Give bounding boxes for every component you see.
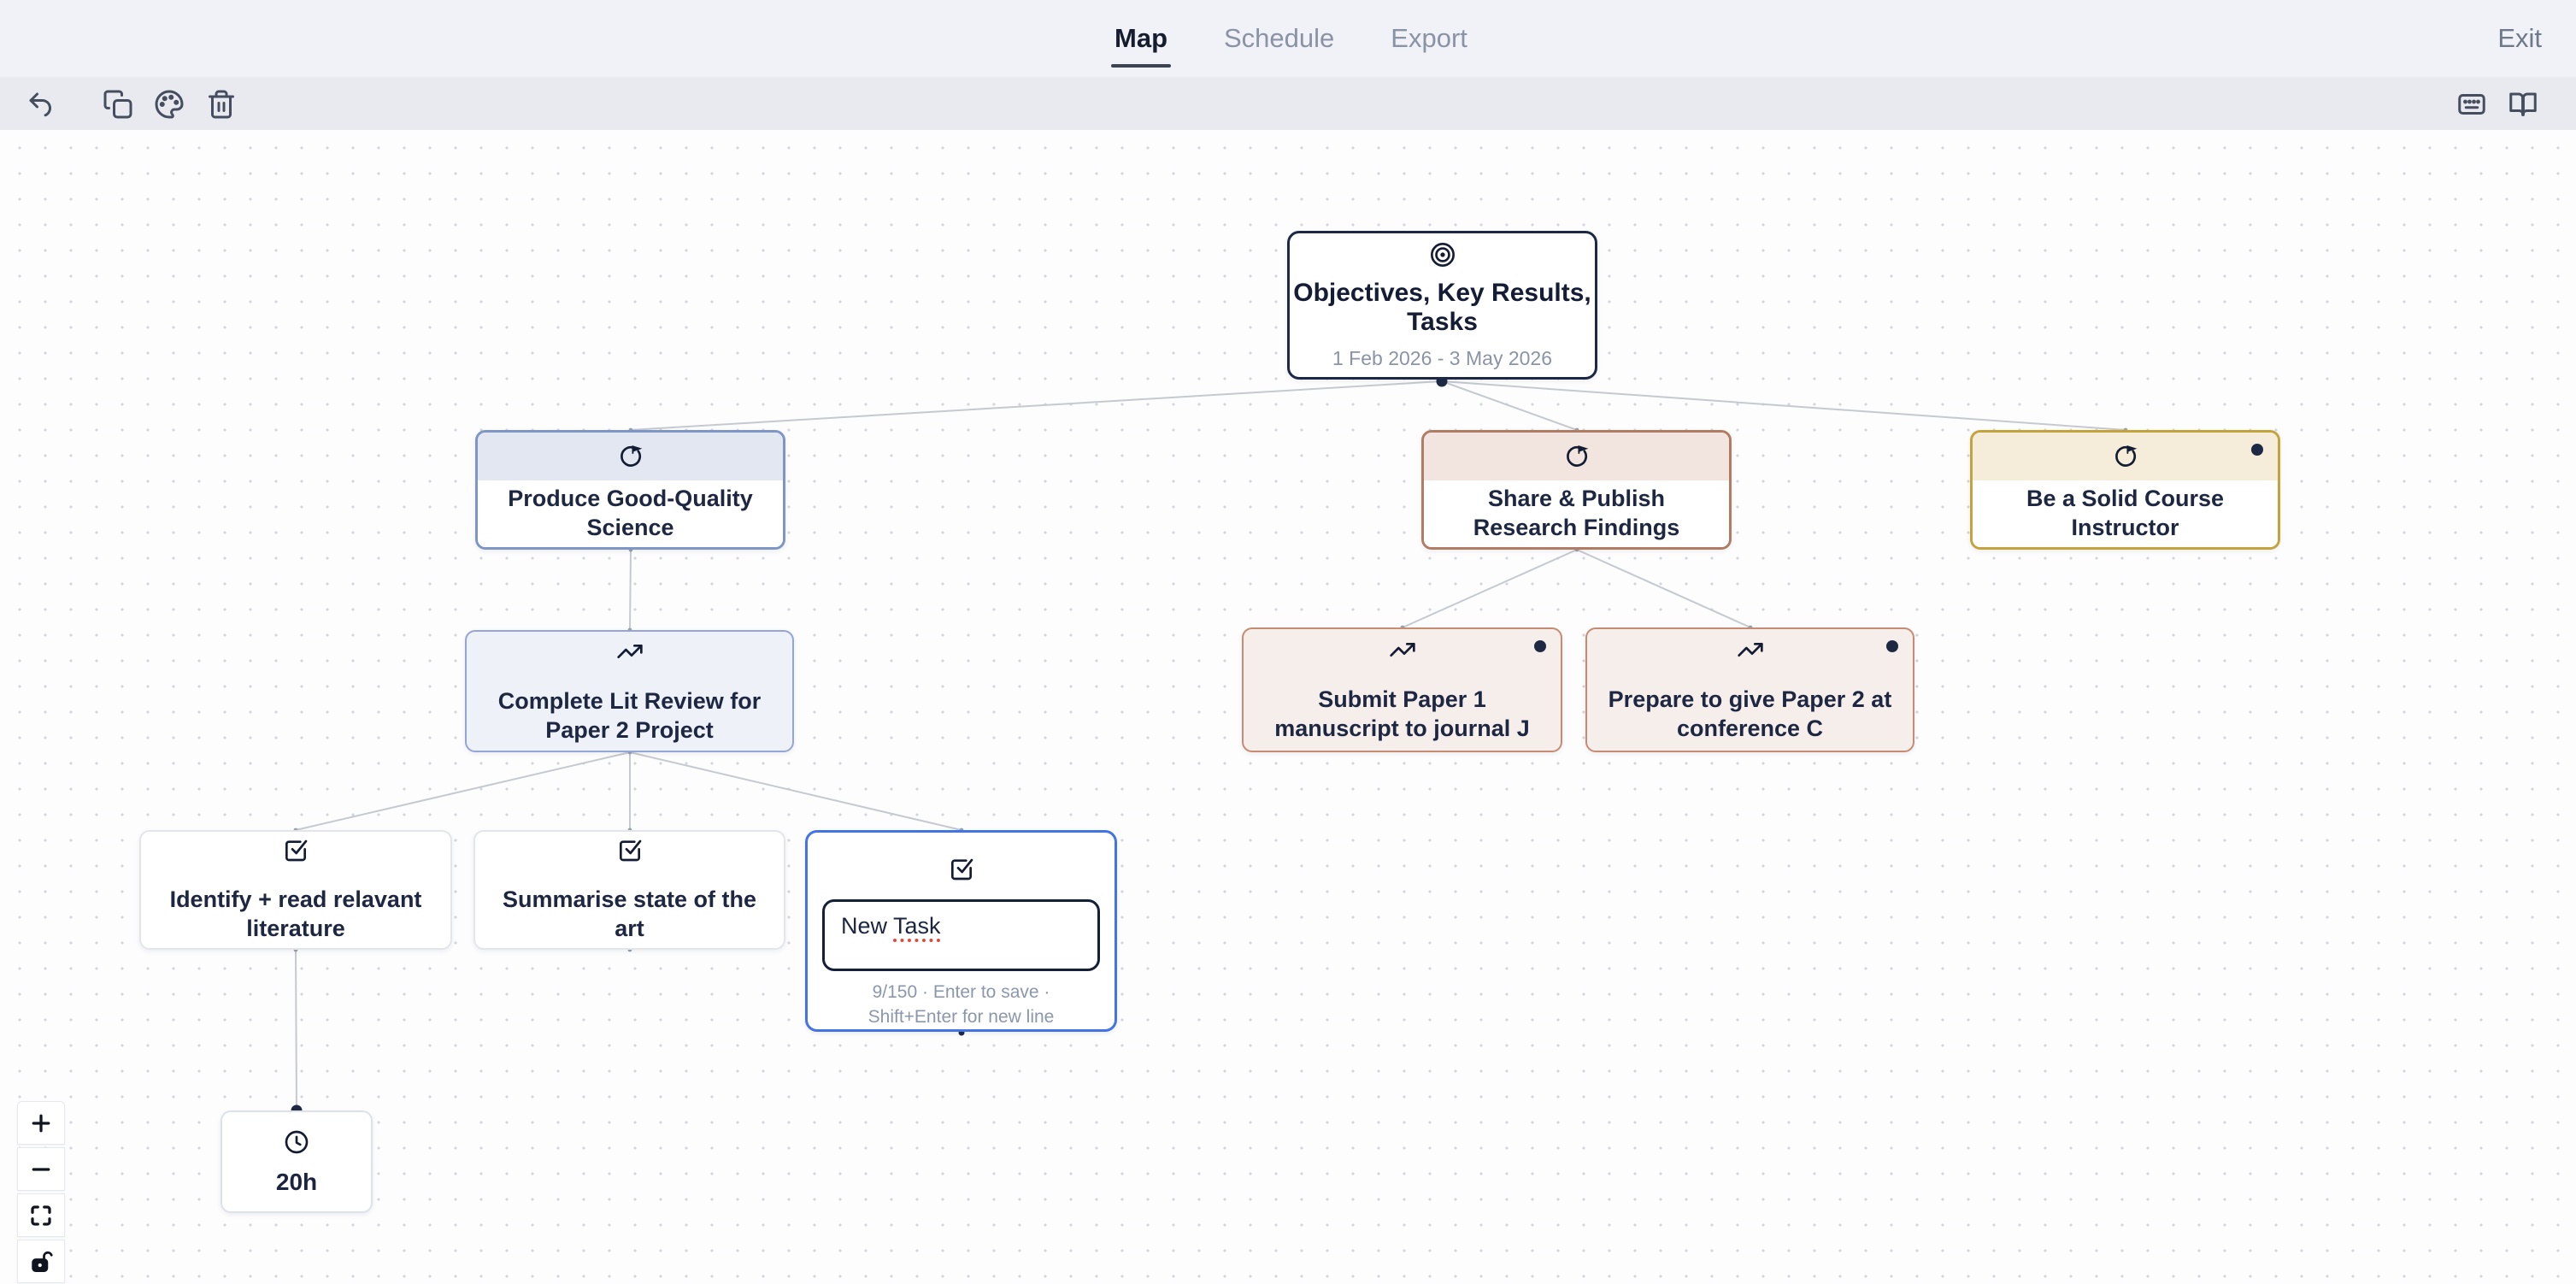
trending-up-icon	[616, 638, 644, 665]
undo-icon[interactable]	[23, 86, 59, 122]
toolbar	[0, 77, 2576, 130]
keyboard-icon[interactable]	[2454, 86, 2490, 122]
tab-map[interactable]: Map	[1111, 11, 1171, 68]
unlock-icon[interactable]	[17, 1240, 65, 1283]
copy-icon[interactable]	[100, 86, 136, 122]
node-kr-lit-review[interactable]: Complete Lit Review for Paper 2 Project	[465, 630, 794, 752]
node-date-range: 1 Feb 2026 - 3 May 2026	[1332, 346, 1552, 369]
status-dot	[2251, 444, 2263, 456]
goal-icon	[617, 443, 644, 470]
palette-icon[interactable]	[151, 86, 187, 122]
view-tabs: Map Schedule Export	[1111, 0, 1471, 77]
exit-button[interactable]: Exit	[2497, 23, 2542, 53]
node-kr-submit-paper[interactable]: Submit Paper 1 manuscript to journal J	[1242, 627, 1562, 752]
check-square-icon	[948, 855, 975, 882]
goal-icon	[1563, 443, 1591, 470]
goal-icon	[2112, 443, 2139, 470]
input-text-misspelled: Task	[893, 913, 941, 939]
input-helper-text: 9/150 · Enter to save · Shift+Enter for …	[867, 982, 1055, 1027]
node-title: Summarise state of the art	[502, 886, 757, 941]
node-title: Objectives, Key Results, Tasks	[1293, 278, 1591, 336]
book-open-icon[interactable]	[2505, 86, 2541, 122]
trending-up-icon	[1389, 636, 1416, 663]
node-title: Complete Lit Review for Paper 2 Project	[497, 687, 762, 743]
trending-up-icon	[1737, 636, 1764, 663]
node-title: Share & Publish Research Findings	[1473, 486, 1680, 540]
node-title: Produce Good-Quality Science	[508, 486, 753, 540]
node-title: Identify + read relavant literature	[169, 886, 422, 941]
zoom-controls	[17, 1101, 65, 1283]
node-task-identify-literature[interactable]: Identify + read relavant literature	[139, 830, 452, 950]
task-title-input[interactable]: New Task	[822, 899, 1100, 972]
node-title: Submit Paper 1 manuscript to journal J	[1274, 686, 1530, 741]
node-title: Prepare to give Paper 2 at conference C	[1608, 686, 1892, 741]
clock-icon	[283, 1128, 310, 1156]
map-canvas[interactable]: Objectives, Key Results, Tasks 1 Feb 202…	[0, 130, 2576, 1284]
check-square-icon	[282, 836, 309, 863]
node-title: 20h	[275, 1168, 318, 1195]
zoom-in-icon[interactable]	[17, 1101, 65, 1145]
target-icon	[1429, 241, 1456, 268]
status-dot	[1886, 640, 1898, 652]
node-kr-conference[interactable]: Prepare to give Paper 2 at conference C	[1585, 627, 1914, 752]
node-objective-science[interactable]: Produce Good-Quality Science	[475, 430, 785, 550]
node-task-editing[interactable]: New Task 9/150 · Enter to save · Shift+E…	[805, 830, 1117, 1032]
tab-export[interactable]: Export	[1391, 23, 1467, 53]
check-square-icon	[616, 836, 644, 863]
node-root[interactable]: Objectives, Key Results, Tasks 1 Feb 202…	[1287, 231, 1597, 380]
zoom-out-icon[interactable]	[17, 1147, 65, 1191]
node-title: Be a Solid Course Instructor	[2026, 486, 2225, 540]
trash-icon[interactable]	[203, 86, 239, 122]
fit-view-icon[interactable]	[17, 1193, 65, 1237]
status-dot	[1534, 640, 1546, 652]
node-objective-instructor[interactable]: Be a Solid Course Instructor	[1970, 430, 2280, 550]
node-duration-20h[interactable]: 20h	[221, 1110, 373, 1213]
input-text: New	[841, 913, 894, 939]
top-nav: Map Schedule Export Exit	[0, 0, 2576, 77]
node-objective-publish[interactable]: Share & Publish Research Findings	[1421, 430, 1732, 550]
node-task-summarise[interactable]: Summarise state of the art	[473, 830, 785, 950]
tab-schedule[interactable]: Schedule	[1224, 23, 1335, 53]
